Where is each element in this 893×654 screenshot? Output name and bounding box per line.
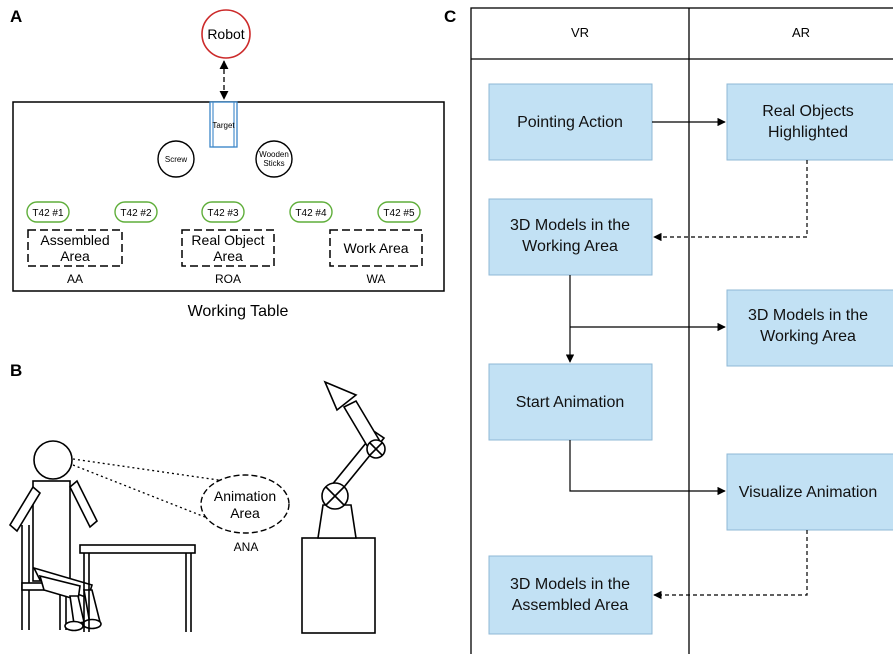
work-area-label: Work Area [343, 240, 408, 256]
t42-marker: T42 #2 [114, 201, 158, 223]
flow-box-visualize-animation: Visualize Animation [726, 453, 893, 531]
real-objects-highlighted-line2: Highlighted [768, 124, 848, 141]
person-shin-right [69, 595, 85, 625]
desk-top [79, 544, 196, 554]
3d-models-working-ar-line2: Working Area [760, 328, 856, 345]
panel-b-letter: B [10, 361, 22, 380]
t42-marker: T42 #1 [26, 201, 70, 223]
t42-label-4: T42 #4 [295, 208, 327, 219]
robot-circle [201, 9, 251, 59]
robot-arm [301, 380, 386, 634]
robot-label: Robot [207, 26, 244, 42]
real-object-area: Real Object Area ROA [181, 229, 275, 286]
pointing-action-label: Pointing Action [517, 114, 623, 131]
column-header-ar: AR [792, 25, 810, 40]
wooden-sticks-object: Wooden Sticks [255, 140, 293, 178]
work-area: Work Area WA [329, 229, 423, 286]
flow-box-pointing-action: Pointing Action [488, 83, 653, 161]
flow-box-real-objects-highlighted: Real Objects Highlighted [726, 83, 893, 161]
person-left-arm [8, 485, 42, 533]
animation-area-line1: Animation [214, 488, 276, 504]
arrow-start-to-visualize [569, 440, 726, 496]
3d-models-working-vr-line2: Working Area [522, 238, 618, 255]
robot-mount [317, 504, 357, 539]
person-right-arm [69, 479, 98, 529]
screw-object: Screw [157, 140, 195, 178]
person-head [33, 440, 73, 480]
flow-box-3d-models-working-vr: 3D Models in the Working Area [488, 198, 653, 276]
assembled-area: Assembled Area AA [27, 229, 123, 286]
real-objects-highlighted-line1: Real Objects [762, 103, 854, 120]
working-table-caption: Working Table [188, 303, 289, 320]
animation-area: Animation Area ANA [200, 474, 290, 554]
3d-models-assembled-line1: 3D Models in the [510, 576, 630, 593]
real-object-area-line2: Area [213, 248, 243, 264]
person-foot [82, 618, 102, 630]
t42-marker: T42 #5 [377, 201, 421, 223]
target-marker: Target [209, 101, 238, 148]
work-area-abbr: WA [367, 272, 386, 286]
assembled-area-line1: Assembled [40, 232, 109, 248]
swimlane-frame [470, 7, 893, 654]
t42-label-3: T42 #3 [207, 208, 239, 219]
robot-node: Robot [201, 9, 251, 59]
assembled-area-line2: Area [60, 248, 90, 264]
sticks-label-line2: Sticks [263, 159, 284, 168]
t42-label-5: T42 #5 [383, 208, 415, 219]
3d-models-working-vr-line1: 3D Models in the [510, 217, 630, 234]
person-torso [32, 480, 71, 582]
panel-a-letter: A [10, 7, 22, 26]
real-object-area-line1: Real Object [191, 232, 264, 248]
robot-base [301, 537, 376, 634]
assembled-area-abbr: AA [67, 272, 83, 286]
t42-marker: T42 #4 [289, 201, 333, 223]
column-header-vr: VR [571, 25, 589, 40]
flow-box-3d-models-working-ar: 3D Models in the Working Area [726, 289, 893, 367]
visualize-animation-label: Visualize Animation [739, 484, 877, 501]
animation-area-abbr: ANA [234, 540, 259, 554]
person-figure [8, 440, 196, 632]
animation-area-line2: Area [230, 505, 260, 521]
robot-end-effector [323, 380, 358, 412]
panel-c-letter: C [444, 7, 456, 26]
arrow-visualize-to-assembled [653, 530, 808, 600]
sticks-label-line1: Wooden [259, 150, 289, 159]
t42-label-2: T42 #2 [120, 208, 152, 219]
3d-models-assembled-line2: Assembled Area [512, 597, 629, 614]
t42-label-1: T42 #1 [32, 208, 64, 219]
t42-marker: T42 #3 [201, 201, 245, 223]
start-animation-label: Start Animation [516, 394, 625, 411]
target-label: Target [212, 121, 235, 130]
real-object-area-abbr: ROA [215, 272, 241, 286]
arrow-highlighted-to-working [653, 160, 808, 242]
flow-box-3d-models-assembled: 3D Models in the Assembled Area [488, 555, 653, 635]
gaze-lines [72, 458, 233, 520]
flow-box-start-animation: Start Animation [488, 363, 653, 441]
flow-connectors [565, 117, 808, 600]
screw-label: Screw [165, 155, 187, 164]
3d-models-working-ar-line1: 3D Models in the [748, 307, 868, 324]
